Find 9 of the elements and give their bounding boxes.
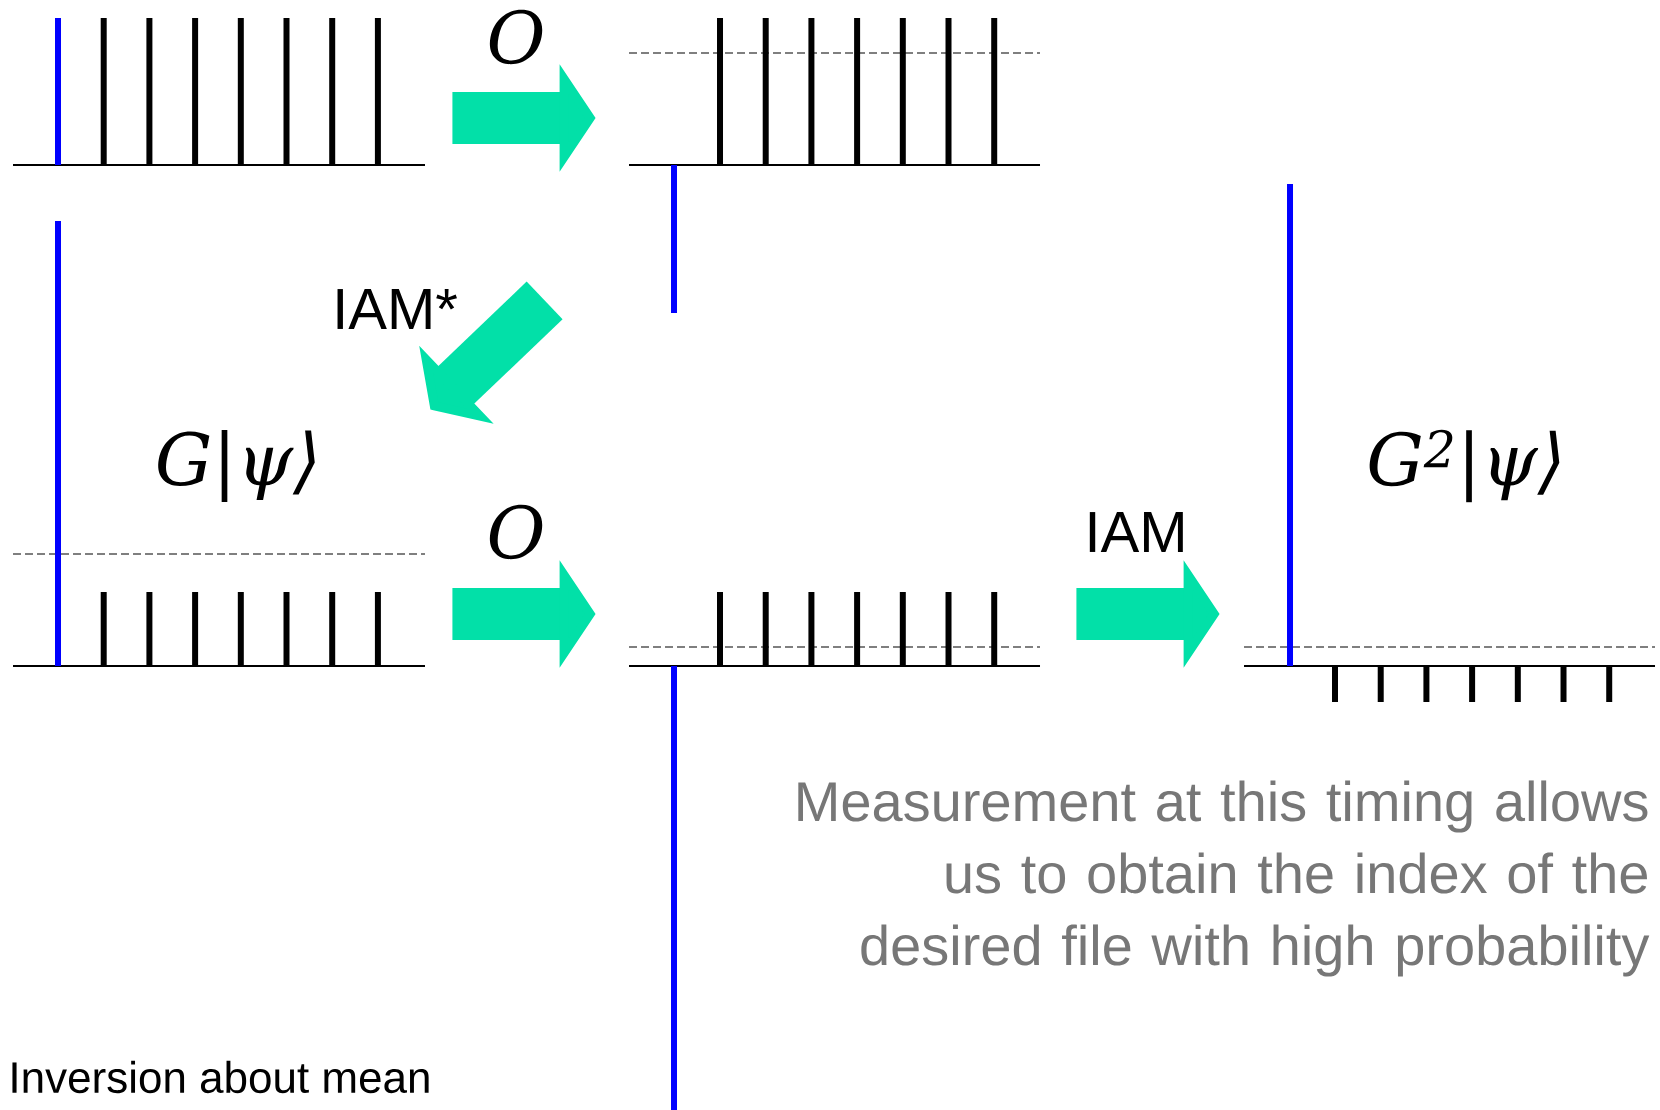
note-text: Measurement at this timing allows us to obtain the index of the desired file with high probability xyxy=(798,780,1650,977)
caption-text: Inversion about mean xyxy=(12,1060,429,1094)
edge-label: O xyxy=(489,504,543,560)
state-label: G$^{2}$|ψ⟩ xyxy=(1369,429,1560,503)
amplitude-bars-drawing xyxy=(12,18,426,166)
state-label: G|ψ⟩ xyxy=(158,430,315,502)
edge-label: O xyxy=(489,9,543,65)
edge-label: IAM* xyxy=(337,289,457,329)
edge-label: IAM xyxy=(1089,512,1183,552)
